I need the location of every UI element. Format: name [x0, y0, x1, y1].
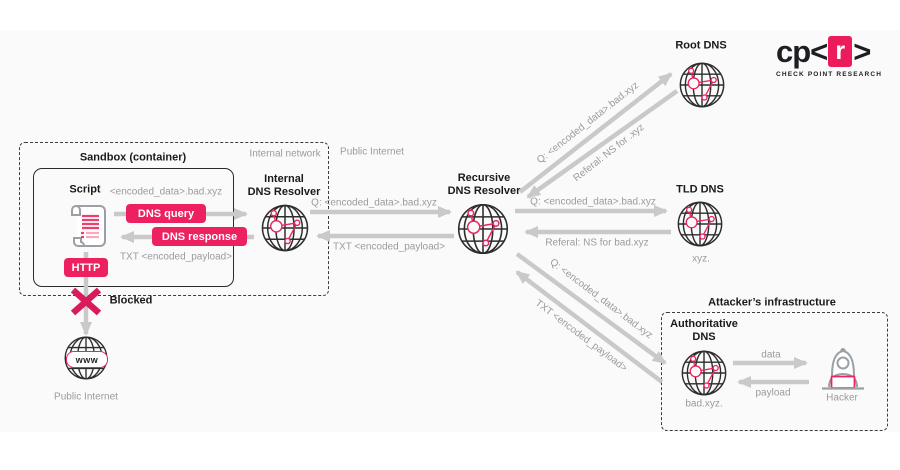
tld-dns-label: TLD DNS — [676, 183, 724, 196]
dns-response-badge: DNS response — [152, 227, 247, 246]
internal-network-zone-label: Internal network — [249, 148, 321, 160]
public-internet-label: Public Internet — [54, 391, 118, 403]
arrow-q-to-authoritative — [515, 252, 667, 365]
logo-suffix: > — [853, 34, 871, 69]
www-pill: www — [66, 351, 108, 368]
arrow-referral-from-root — [526, 89, 679, 199]
blocked-x-icon — [70, 287, 102, 316]
flow-referral-tld: Referal: NS for bad.xyz — [545, 237, 649, 249]
authoritative-zone-label: bad.xyz. — [685, 398, 723, 410]
flow-data-label: data — [761, 349, 781, 361]
script-label: Script — [69, 183, 101, 196]
check-point-research-logo: cp<r> CHECK POINT RESEARCH — [776, 36, 896, 78]
hacker-label: Hacker — [826, 392, 858, 404]
attacker-infrastructure-box — [661, 312, 888, 431]
sandbox-txt-label: TXT <encoded_payload> — [119, 251, 233, 263]
authoritative-dns-label: Authoritative DNS — [670, 318, 738, 343]
logo-prefix: cp< — [776, 34, 828, 69]
recursive-dns-resolver-icon — [455, 201, 511, 257]
arrow-q-to-root — [518, 72, 673, 194]
arrow-txt-from-authoritative — [515, 270, 664, 384]
logo-subtitle: CHECK POINT RESEARCH — [776, 71, 883, 78]
script-icon — [64, 200, 110, 254]
http-badge: HTTP — [64, 258, 108, 277]
recursive-dns-resolver-label: Recursive DNS Resolver — [447, 172, 521, 197]
flow-txt-internal: TXT <encoded_payload> — [332, 241, 446, 253]
attacker-infrastructure-title: Attacker’s infrastructure — [708, 296, 836, 309]
script-query-label: <encoded_data>.bad.xyz — [109, 186, 223, 198]
public-internet-zone-label: Public Internet — [340, 146, 404, 158]
hacker-icon — [820, 340, 866, 396]
internal-dns-resolver-icon — [259, 202, 311, 254]
sandbox-title: Sandbox (container) — [79, 151, 187, 164]
root-dns-icon — [677, 60, 727, 110]
sandbox-container-box — [19, 142, 329, 296]
root-dns-label: Root DNS — [675, 39, 727, 52]
internal-dns-resolver-label: Internal DNS Resolver — [247, 173, 321, 198]
dns-query-badge: DNS query — [126, 204, 206, 223]
tld-zone-label: xyz. — [692, 253, 710, 265]
flow-q-tld: Q: <encoded_data>.bad.xyz — [530, 196, 656, 208]
logo-r-box: r — [828, 36, 853, 67]
authoritative-dns-icon — [679, 348, 729, 398]
flow-payload-label: payload — [755, 387, 791, 399]
blocked-label: Blocked — [109, 294, 153, 307]
flow-q-internal: Q: <encoded_data>.bad.xyz — [311, 197, 437, 209]
tld-dns-icon — [675, 199, 725, 249]
